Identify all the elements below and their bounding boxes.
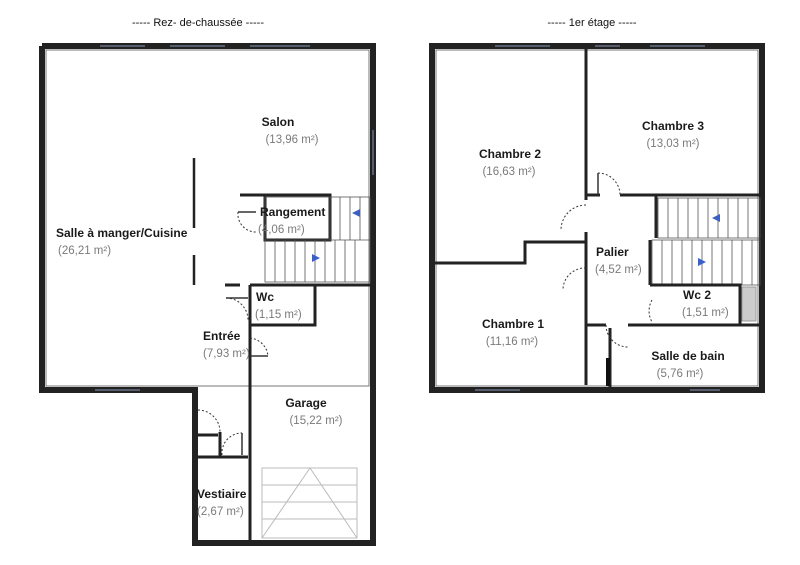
room-label-wc: Wc <box>256 290 274 304</box>
door-arc <box>562 267 587 291</box>
room-label-palier: Palier <box>596 245 629 259</box>
room-area-chambre3: (13,03 m²) <box>646 138 699 150</box>
room-label-chambre1: Chambre 1 <box>482 317 544 331</box>
stair-arrow-icon <box>312 254 320 262</box>
room-area-garage: (15,22 m²) <box>289 415 342 427</box>
room-label-vestiaire: Vestiaire <box>197 487 247 501</box>
ground-inner-line <box>45 49 370 387</box>
room-area-salle-de-bain: (5,76 m²) <box>657 368 704 380</box>
ground-outer-wall-left <box>39 46 250 546</box>
room-area-chambre1: (11,16 m²) <box>486 336 538 348</box>
room-label-garage: Garage <box>285 396 327 410</box>
room-area-wc2: (1,51 m²) <box>682 307 729 319</box>
room-label-rangement: Rangement <box>260 205 325 219</box>
room-label-wc2: Wc 2 <box>683 288 711 302</box>
garage-door <box>261 467 358 539</box>
ground-floor-title: ----- Rez- de-chaussée ----- <box>132 17 264 29</box>
first-inner-line <box>435 49 759 387</box>
first-floor-title: ----- 1er étage ----- <box>547 17 637 29</box>
room-area-chambre2: (16,63 m²) <box>482 166 535 178</box>
room-label-chambre3: Chambre 3 <box>642 119 704 133</box>
wc2-fixture <box>741 286 757 322</box>
room-area-salon: (13,96 m²) <box>265 134 318 146</box>
stair-arrow-icon <box>698 258 706 266</box>
door-arc <box>560 204 587 231</box>
door-arc <box>221 432 243 456</box>
door-arc <box>597 172 621 196</box>
door-arc <box>648 299 653 323</box>
first-floor: ----- 1er étage ----- <box>429 17 765 393</box>
wall <box>434 240 586 265</box>
staircase-first <box>651 197 761 286</box>
staircase-ground <box>264 196 371 283</box>
stair-arrow-icon <box>712 214 720 222</box>
door-arc <box>249 337 269 357</box>
door-arc <box>225 297 249 321</box>
wc-wall <box>248 285 317 327</box>
room-area-palier: (4,52 m²) <box>595 264 642 276</box>
door-arc <box>237 211 257 233</box>
room-area-entree: (7,93 m²) <box>203 348 250 360</box>
ground-floor: ----- Rez- de-chaussée ----- <box>39 17 376 546</box>
room-label-salle-a-manger: Salle à manger/Cuisine <box>56 226 188 240</box>
bath-fixture <box>606 358 610 386</box>
room-area-salle-a-manger: (26,21 m²) <box>58 245 111 257</box>
door-arc <box>605 324 629 348</box>
room-label-salon: Salon <box>262 115 295 129</box>
stair-arrow-icon <box>352 209 360 217</box>
room-label-entree: Entrée <box>203 329 241 343</box>
room-area-rangement: (4,06 m²) <box>258 224 305 236</box>
entrance-door-arc <box>197 409 221 433</box>
room-area-vestiaire: (2,67 m²) <box>197 506 244 518</box>
room-label-salle-de-bain: Salle de bain <box>651 349 724 363</box>
room-area-wc: (1,15 m²) <box>255 309 302 321</box>
room-label-chambre2: Chambre 2 <box>479 147 541 161</box>
